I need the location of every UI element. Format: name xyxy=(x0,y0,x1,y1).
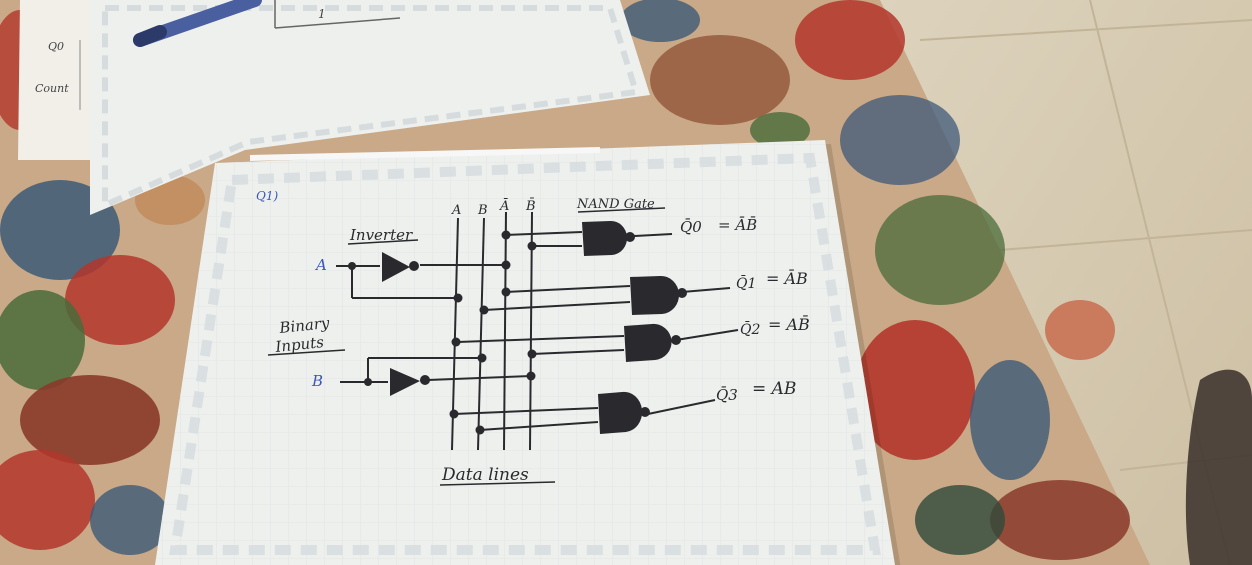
output-q1-name: Q̄1 xyxy=(736,274,756,292)
inverter-label: Inverter xyxy=(349,226,413,244)
data-bus-lines xyxy=(267,207,739,486)
data-lines-label: Data lines xyxy=(441,465,529,485)
question-number: Q1) xyxy=(256,189,278,203)
bus-label-a: A xyxy=(451,203,461,218)
inverter-gate-a xyxy=(382,252,419,282)
output-q0-name: Q̄0 xyxy=(680,218,702,236)
binary-inputs-label-line1: Binary xyxy=(278,314,331,337)
input-b-label: B xyxy=(311,372,323,390)
floor-tiles xyxy=(880,0,1252,565)
background-sheet xyxy=(18,0,650,215)
bus-label-b-bar: B̄ xyxy=(525,198,536,214)
junction-dots xyxy=(348,230,537,435)
nand-gate-q0 xyxy=(582,220,635,256)
nand-gate-q1 xyxy=(630,275,687,315)
bus-labels: A B Ā B̄ xyxy=(451,198,536,218)
output-q3-name: Q̄3 xyxy=(716,386,738,404)
output-q0-expr: = ĀB̄ xyxy=(718,216,757,234)
bus-label-a-bar: Ā xyxy=(499,198,509,214)
bg-row-label-count: Count xyxy=(35,82,69,95)
floral-pattern xyxy=(0,0,1130,560)
nand-gate-q3 xyxy=(598,391,650,434)
main-sheet xyxy=(155,140,901,565)
output-q1-expr: = ĀB xyxy=(766,268,808,288)
output-q2-name: Q̄2 xyxy=(740,320,760,338)
nand-gate-q2 xyxy=(624,323,681,362)
output-expressions: Q̄0 = ĀB̄ Q̄1 = ĀB Q̄2 = AB̄ Q̄3 = AB xyxy=(680,216,810,404)
output-q3-expr: = AB xyxy=(752,379,796,399)
bus-label-b: B xyxy=(477,203,488,218)
binary-inputs-label-line2: Inputs xyxy=(274,333,325,356)
nand-gate-label: NAND Gate xyxy=(576,197,655,212)
output-q2-expr: = AB̄ xyxy=(768,313,810,334)
inverter-gate-b xyxy=(390,368,430,396)
input-a-label: A xyxy=(314,256,327,274)
bg-row-label-q0: Q0 xyxy=(48,40,64,53)
bg-cell-value: 1 xyxy=(318,7,326,21)
